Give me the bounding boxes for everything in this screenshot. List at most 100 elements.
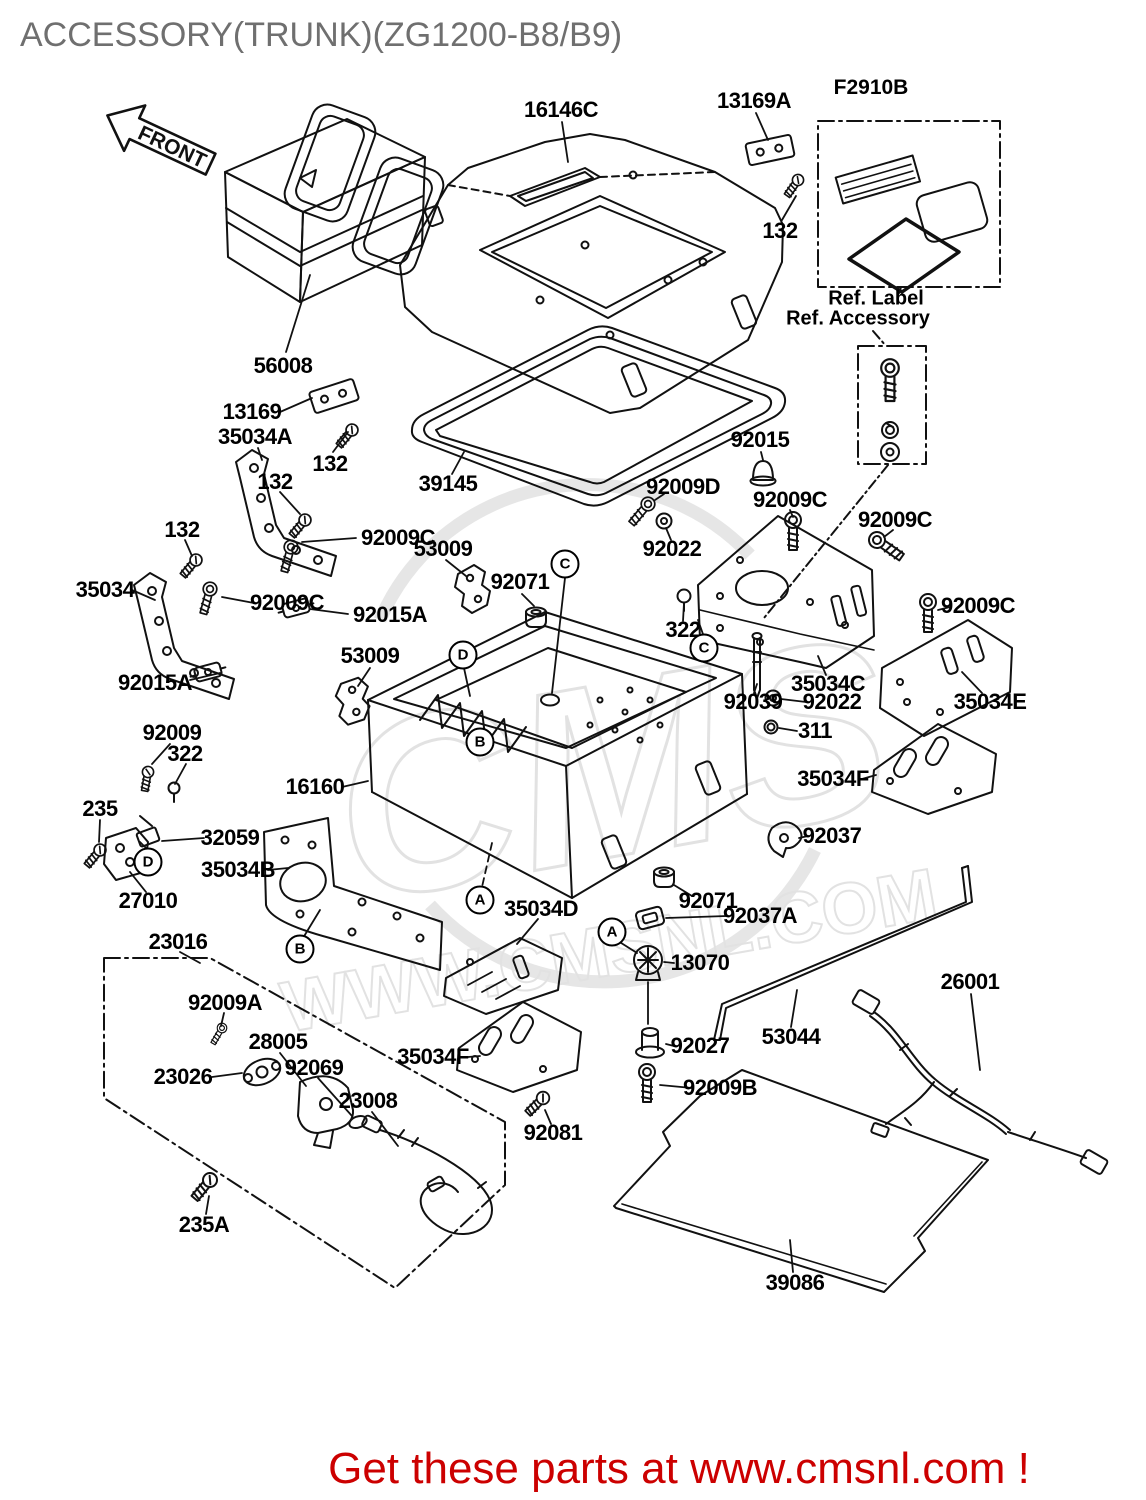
part-label-23016: 23016 bbox=[148, 929, 208, 954]
acorn-nut-92015 bbox=[749, 460, 777, 487]
part-label-92009c: 92009C bbox=[857, 507, 933, 532]
part-label-92009c: 92009C bbox=[249, 590, 325, 615]
part-label-13070: 13070 bbox=[670, 950, 730, 975]
clamp-92015a-b bbox=[187, 659, 229, 685]
part-label-92037a: 92037A bbox=[722, 903, 798, 928]
part-label-35034b: 35034B bbox=[200, 857, 276, 882]
part-label-13169: 13169 bbox=[222, 399, 282, 424]
lock-washer bbox=[881, 421, 899, 439]
part-label-39086: 39086 bbox=[765, 1270, 825, 1295]
part-label-92009c: 92009C bbox=[752, 487, 828, 512]
trunk-base-16160 bbox=[367, 611, 748, 899]
part-label-132: 132 bbox=[312, 451, 348, 476]
part-label-35034a: 35034A bbox=[217, 424, 293, 449]
wiring-harness-26001 bbox=[851, 989, 1109, 1175]
cable-23008 bbox=[361, 1114, 493, 1235]
part-label-235a: 235A bbox=[178, 1212, 230, 1237]
cap-92037a bbox=[635, 905, 665, 931]
accessory-bolt-kit bbox=[763, 330, 927, 619]
part-label-53044: 53044 bbox=[761, 1024, 821, 1049]
part-label-27010: 27010 bbox=[118, 888, 178, 913]
screw-92081 bbox=[522, 1088, 553, 1119]
part-label-16160: 16160 bbox=[285, 774, 345, 799]
washer-92022-a bbox=[655, 512, 673, 530]
part-label-92069: 92069 bbox=[284, 1055, 344, 1080]
part-label-322: 322 bbox=[167, 741, 203, 766]
part-label-35034f: 35034F bbox=[797, 766, 869, 791]
part-label-92022: 92022 bbox=[642, 536, 702, 561]
part-label-23026: 23026 bbox=[153, 1064, 213, 1089]
part-label-92015: 92015 bbox=[730, 427, 790, 452]
grommet-92071-a bbox=[525, 606, 547, 628]
part-label-53009: 53009 bbox=[340, 643, 400, 668]
part-label-132: 132 bbox=[762, 218, 798, 243]
clip-32059 bbox=[135, 826, 161, 848]
part-label-132: 132 bbox=[257, 469, 293, 494]
hinge-plate-13169a bbox=[744, 133, 796, 167]
part-label-35034e: 35034E bbox=[953, 689, 1027, 714]
ref-label-kit-box bbox=[817, 120, 1001, 294]
part-label-35034: 35034 bbox=[75, 577, 135, 602]
lock-cable-region-23016 bbox=[103, 957, 506, 1289]
part-label-92039: 92039 bbox=[723, 689, 783, 714]
part-label-92009c: 92009C bbox=[940, 593, 1016, 618]
part-label-92015a: 92015A bbox=[117, 670, 193, 695]
diagram-code: F2910B bbox=[833, 76, 909, 99]
callout-letter-a: A bbox=[597, 917, 627, 947]
bracket-35034b bbox=[263, 817, 443, 971]
callout-letter-c: C bbox=[689, 633, 719, 663]
part-label-92071: 92071 bbox=[678, 888, 738, 913]
ref-label-text: Ref. Label bbox=[828, 287, 924, 310]
bolt-92009c-4 bbox=[864, 527, 908, 565]
front-arrow: FRONT bbox=[106, 104, 217, 176]
part-label-92071: 92071 bbox=[490, 569, 550, 594]
trunk-mat-39086 bbox=[613, 1069, 989, 1293]
page-title: ACCESSORY(TRUNK)(ZG1200-B8/B9) bbox=[20, 16, 623, 54]
callout-letter-b: B bbox=[465, 727, 495, 757]
grommet-322-a bbox=[167, 781, 181, 803]
part-label-35034d: 35034D bbox=[503, 896, 579, 921]
bracket-35034d bbox=[443, 937, 563, 1015]
screw-132-a bbox=[781, 171, 807, 200]
callout-letter-a: A bbox=[465, 885, 495, 915]
grommet-13070 bbox=[633, 945, 663, 981]
flat-washer bbox=[880, 442, 900, 462]
part-label-35034f: 35034F bbox=[397, 1044, 469, 1069]
part-label-32059: 32059 bbox=[200, 825, 260, 850]
part-label-92009c: 92009C bbox=[360, 525, 436, 550]
part-label-56008: 56008 bbox=[253, 353, 313, 378]
part-label-26001: 26001 bbox=[940, 969, 1000, 994]
screw-92009a bbox=[208, 1020, 230, 1047]
part-label-92081: 92081 bbox=[523, 1120, 583, 1145]
part-label-39145: 39145 bbox=[418, 471, 478, 496]
part-label-23008: 23008 bbox=[338, 1088, 398, 1113]
clamp-92037 bbox=[767, 821, 803, 858]
part-label-92009: 92009 bbox=[142, 720, 202, 745]
tool-box-56008 bbox=[224, 103, 445, 303]
lid-seal-39145 bbox=[410, 325, 787, 507]
part-label-311: 311 bbox=[798, 718, 833, 743]
part-label-92015a: 92015A bbox=[352, 602, 428, 627]
part-label-132: 132 bbox=[164, 517, 200, 542]
screw-132-c bbox=[286, 510, 315, 541]
flange-23026 bbox=[242, 1057, 282, 1087]
front-arrow-label: FRONT bbox=[134, 122, 209, 173]
hinge-plate-13169 bbox=[307, 377, 361, 415]
part-label-92009d: 92009D bbox=[645, 474, 721, 499]
bulb-92069 bbox=[348, 1114, 368, 1130]
callout-letter-d: D bbox=[133, 847, 163, 877]
footer-shop-link[interactable]: Get these parts at www.cmsnl.com ! bbox=[328, 1444, 1030, 1493]
trim-rail-53044 bbox=[713, 865, 973, 1041]
collar-92027 bbox=[635, 1027, 665, 1059]
part-label-28005: 28005 bbox=[248, 1029, 308, 1054]
trunk-lid-16146c bbox=[399, 133, 784, 414]
callout-letter-c: C bbox=[550, 549, 580, 579]
part-label-53009: 53009 bbox=[413, 536, 473, 561]
part-label-235: 235 bbox=[82, 796, 118, 821]
part-label-92022: 92022 bbox=[802, 689, 862, 714]
screw-92009 bbox=[138, 764, 156, 793]
lock-body-28005 bbox=[297, 1075, 355, 1149]
bolt-92009b bbox=[638, 1063, 656, 1103]
